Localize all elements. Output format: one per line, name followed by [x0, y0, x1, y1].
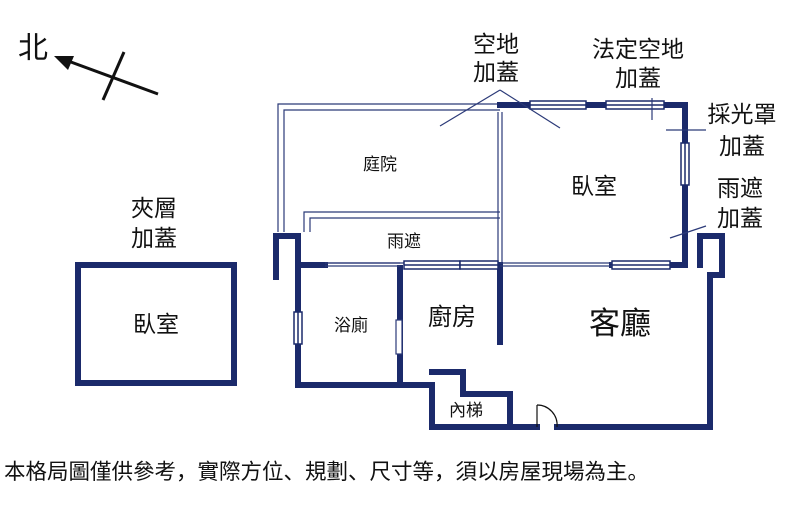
addition-labels: 空地 加蓋 法定空地 加蓋 採光罩 加蓋 雨遮 加蓋 夾層 加蓋	[131, 32, 777, 252]
compass-arrow-head-icon	[54, 56, 74, 70]
label-open-land-2: 加蓋	[473, 60, 519, 86]
entry-door	[536, 404, 558, 428]
label-mezzanine-2: 加蓋	[131, 226, 177, 252]
room-bedroom-main: 臥室	[571, 174, 617, 200]
north-compass: 北	[18, 31, 159, 101]
compass-cross	[101, 51, 126, 101]
label-awning-1: 雨遮	[717, 176, 763, 202]
label-mezzanine-1: 夾層	[131, 196, 177, 222]
room-bathroom: 浴廁	[334, 315, 368, 336]
windows	[293, 100, 690, 345]
room-kitchen: 廚房	[428, 303, 476, 331]
label-open-land-1: 空地	[473, 32, 519, 58]
room-labels: 庭院 臥室 雨遮 臥室 浴廁 廚房 客廳 內梯	[133, 155, 651, 421]
north-label: 北	[18, 31, 48, 66]
room-living-room: 客廳	[589, 306, 651, 342]
label-legal-open-land-2: 加蓋	[615, 66, 661, 92]
label-skylight-1: 採光罩	[708, 102, 777, 128]
partitions	[325, 262, 612, 355]
room-bedroom-mezzanine: 臥室	[133, 312, 179, 338]
label-awning-2: 加蓋	[717, 206, 763, 232]
label-skylight-2: 加蓋	[719, 134, 765, 160]
compass-arrow-shaft	[59, 56, 159, 96]
annotation-lines	[439, 89, 707, 239]
room-inner-stair: 內梯	[449, 401, 483, 421]
room-courtyard: 庭院	[363, 155, 397, 175]
room-awning: 雨遮	[387, 232, 421, 252]
disclaimer-text: 本格局圖僅供參考，實際方位、規劃、尺寸等，須以房屋現場為主。	[4, 460, 650, 485]
label-legal-open-land-1: 法定空地	[592, 37, 684, 63]
